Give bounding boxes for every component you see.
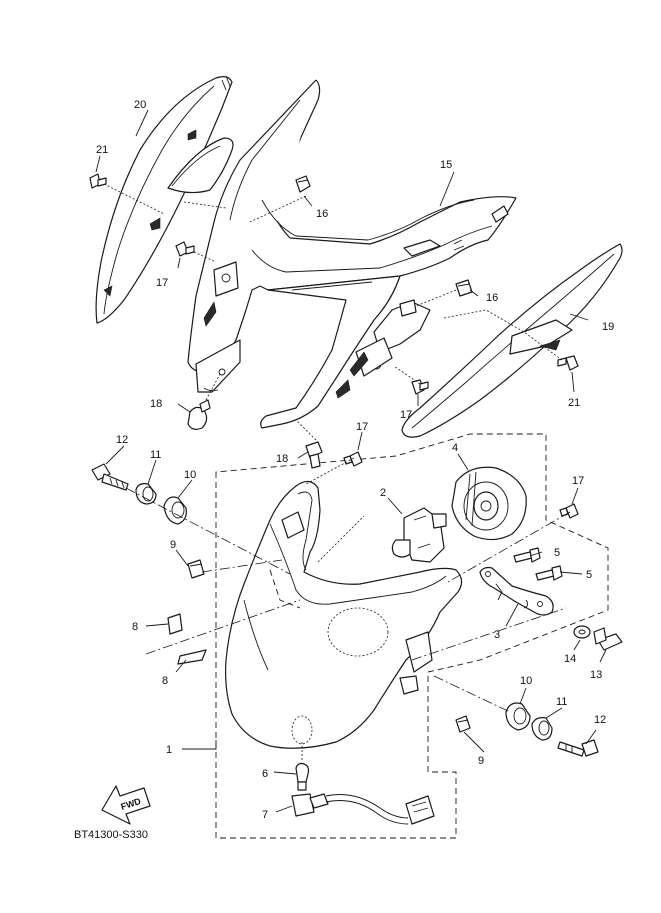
callout-5-upper: 5 xyxy=(554,547,560,559)
part-8-damper-lower xyxy=(177,649,207,665)
callout-12-right: 12 xyxy=(594,714,606,726)
callout-19: 19 xyxy=(602,321,614,333)
callout-8-upper: 8 xyxy=(132,621,138,633)
part-3-bracket xyxy=(479,566,554,616)
part-12-bolt-right xyxy=(557,739,599,757)
part-20-left-side-cowl xyxy=(95,75,234,324)
callout-16-right: 16 xyxy=(486,292,498,304)
part-12-bolt-left xyxy=(91,463,129,491)
part-16-clip-right xyxy=(455,279,473,297)
part-8-damper-upper xyxy=(167,613,183,635)
part-18-rivet-center xyxy=(305,441,323,469)
callout-2: 2 xyxy=(380,487,386,499)
assembly-lines xyxy=(103,183,571,762)
callout-9-right: 9 xyxy=(478,755,484,767)
diagram-code: BT41300-S330 xyxy=(74,829,148,841)
part-4-bulb-cover xyxy=(451,466,527,541)
part-2-headlight-bulb xyxy=(391,507,447,563)
callout-11-left: 11 xyxy=(150,449,161,461)
callout-1: 1 xyxy=(166,744,172,756)
callout-4: 4 xyxy=(452,442,458,454)
callout-16-upper: 16 xyxy=(316,208,328,220)
part-17-screw-c xyxy=(343,451,363,467)
part-11-collar-right xyxy=(531,717,553,741)
callout-11-right: 11 xyxy=(556,696,567,708)
callout-21-left: 21 xyxy=(96,144,108,156)
part-17-screw-a xyxy=(175,241,195,257)
callout-6: 6 xyxy=(262,768,268,780)
callout-3: 3 xyxy=(494,629,500,641)
part-6-auxiliary-bulb xyxy=(295,762,310,791)
callout-15: 15 xyxy=(440,159,452,171)
fwd-arrow-icon: FWD xyxy=(101,785,151,825)
part-9-clip-right xyxy=(455,715,471,733)
callout-5-lower: 5 xyxy=(586,569,592,581)
part-17-screw-b xyxy=(411,379,429,395)
part-21-screw-right xyxy=(557,355,579,371)
part-10-grommet-left xyxy=(163,496,187,525)
callout-18-center: 18 xyxy=(276,453,288,465)
part-9-clip-left xyxy=(187,559,205,579)
part-5-screw-upper xyxy=(513,547,541,563)
callout-17-c: 17 xyxy=(356,421,368,433)
callout-9-left: 9 xyxy=(170,539,176,551)
part-15-upper-front-cowl xyxy=(187,79,517,429)
callout-14: 14 xyxy=(564,653,576,665)
part-10-grommet-right xyxy=(505,702,531,731)
callout-21-right: 21 xyxy=(568,397,580,409)
part-13-bolt xyxy=(593,627,623,651)
part-19-right-side-cowl xyxy=(401,243,623,438)
part-14-washer xyxy=(573,625,591,639)
part-7-socket-cord xyxy=(291,793,435,825)
callout-12-left: 12 xyxy=(116,434,128,446)
part-1-headlight-unit xyxy=(225,480,463,749)
assembly-boundary xyxy=(215,433,609,839)
part-21-screw-left xyxy=(89,173,107,189)
callout-7: 7 xyxy=(262,809,268,821)
callout-13: 13 xyxy=(590,669,602,681)
callout-17-a: 17 xyxy=(156,277,168,289)
callout-17-d: 17 xyxy=(572,475,584,487)
callouts: 20 21 16 15 17 16 19 21 17 18 18 17 12 1… xyxy=(96,99,614,821)
callout-10-left: 10 xyxy=(184,469,196,481)
part-5-screw-lower xyxy=(535,565,563,581)
part-16-clip-upper xyxy=(295,175,311,193)
part-11-collar-left xyxy=(135,483,157,505)
callout-8-lower: 8 xyxy=(162,675,168,687)
callout-18-left: 18 xyxy=(150,398,162,410)
part-18-rivet-left xyxy=(187,399,211,430)
leader-lines xyxy=(95,109,607,813)
callout-20: 20 xyxy=(134,99,146,111)
callout-10-right: 10 xyxy=(520,675,532,687)
callout-17-b: 17 xyxy=(400,409,412,421)
